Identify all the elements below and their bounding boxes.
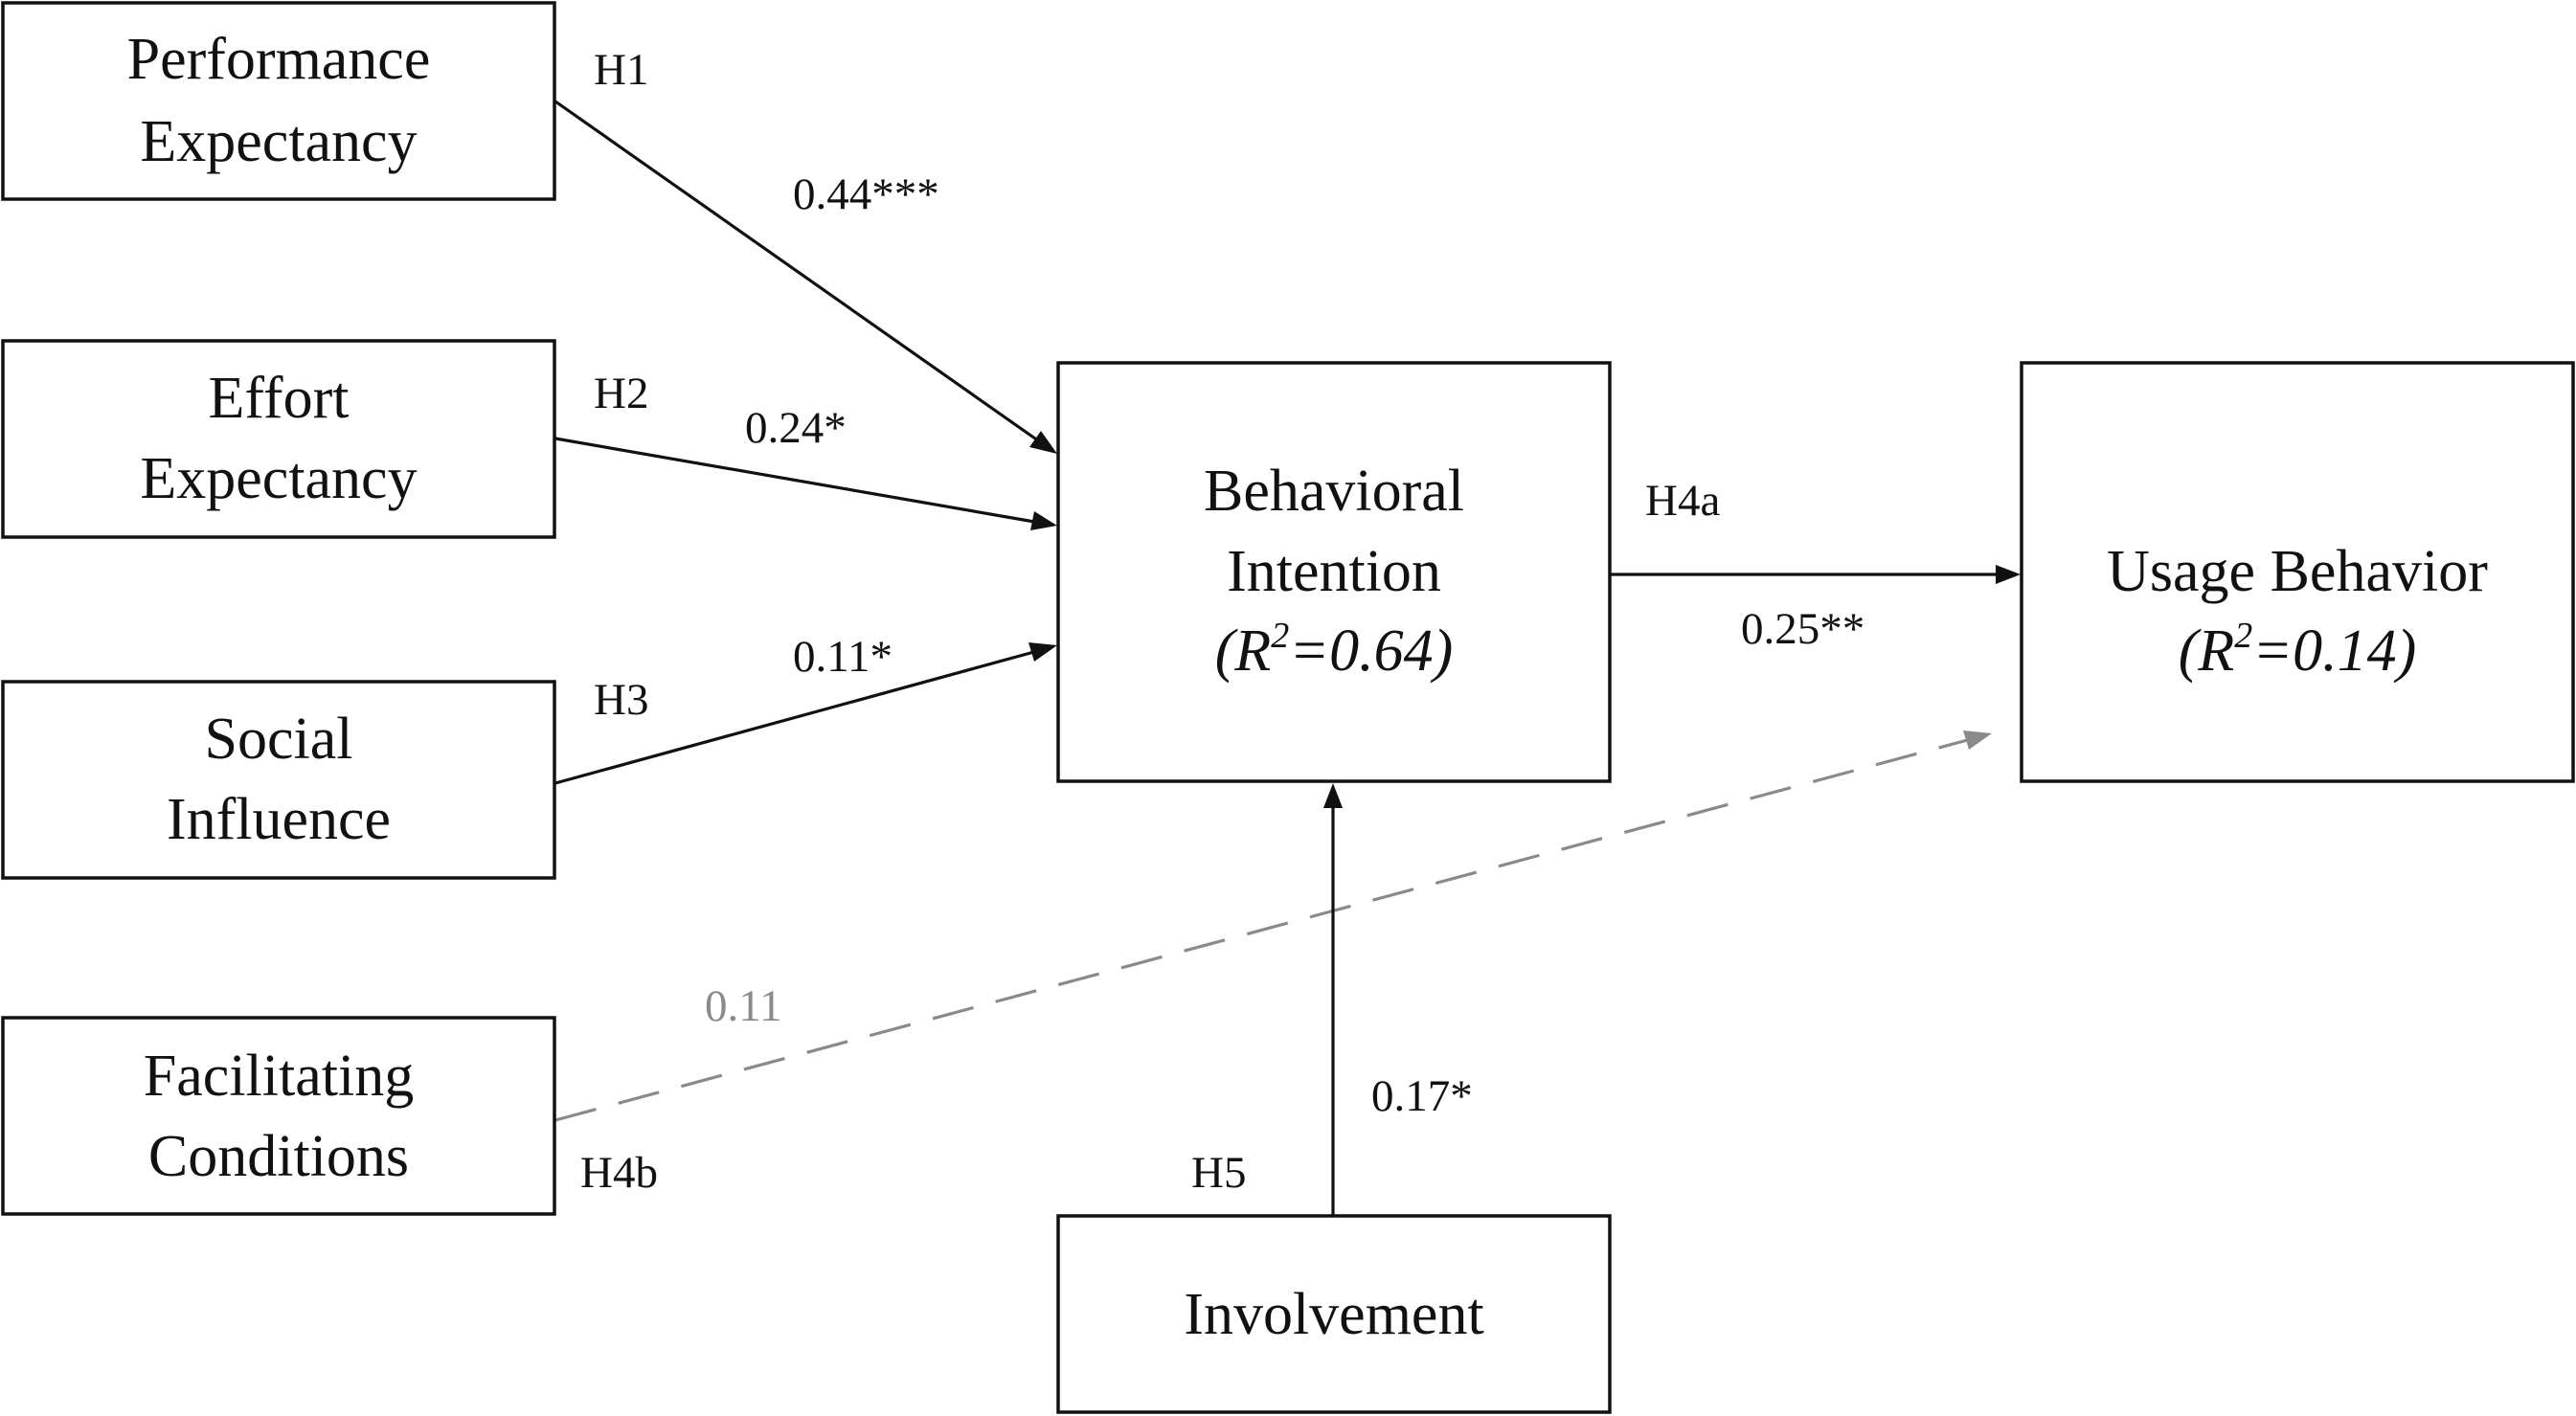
label-facilitating-conditions-line1: Facilitating <box>144 1044 414 1109</box>
label-behavioral-intention-line1: Behavioral <box>1204 459 1464 524</box>
coefficient-h2: 0.24* <box>745 403 847 453</box>
label-social-influence-line2: Influence <box>167 787 391 852</box>
label-effort-expectancy-line2: Expectancy <box>140 446 417 511</box>
node-usage-behavior: Usage Behavior (R2=0.14) <box>2020 361 2575 783</box>
hypothesis-label-h3: H3 <box>594 675 648 725</box>
label-behavioral-intention-line2: Intention <box>1227 539 1441 604</box>
edge-h1 <box>554 100 1043 445</box>
edge-h4b <box>554 736 1976 1122</box>
node-facilitating-conditions: Facilitating Conditions <box>1 1016 556 1216</box>
path-coefficients: 0.44*** 0.24* 0.11* 0.25** 0.11 0.17* <box>705 169 1864 1121</box>
label-social-influence-line1: Social <box>205 707 353 772</box>
coefficient-h1: 0.44*** <box>793 169 939 219</box>
arrowhead-h2 <box>1030 511 1057 530</box>
node-performance-expectancy: Performance Expectancy <box>1 1 556 201</box>
edge-h2 <box>554 437 1041 525</box>
hypothesis-label-h4b: H4b <box>580 1148 658 1198</box>
hypothesis-label-h1: H1 <box>594 45 648 95</box>
hypothesis-labels: H1 H2 H3 H4a H4b H5 <box>580 45 1720 1198</box>
arrowhead-h4b <box>1963 730 1992 750</box>
hypothesis-label-h4a: H4a <box>1645 476 1720 526</box>
label-usage-behavior-r2: (R2=0.14) <box>2179 616 2417 684</box>
box-performance-expectancy <box>1 1 556 201</box>
node-effort-expectancy: Effort Expectancy <box>1 339 556 539</box>
label-facilitating-conditions-line2: Conditions <box>148 1124 409 1189</box>
box-behavioral-intention <box>1056 361 1612 783</box>
box-involvement <box>1056 1214 1612 1414</box>
box-usage-behavior <box>2020 361 2575 783</box>
box-facilitating-conditions <box>1 1016 556 1216</box>
coefficient-h4a: 0.25** <box>1741 604 1864 654</box>
coefficient-h5: 0.17* <box>1371 1071 1473 1121</box>
box-social-influence <box>1 680 556 880</box>
label-performance-expectancy-line1: Performance <box>127 27 431 92</box>
arrowhead-h4a <box>1996 565 2021 584</box>
label-effort-expectancy-line1: Effort <box>209 366 350 431</box>
hypothesis-label-h5: H5 <box>1191 1148 1246 1198</box>
arrowhead-h1 <box>1029 431 1057 454</box>
coefficient-h3: 0.11* <box>793 632 893 682</box>
arrowhead-h5 <box>1323 783 1343 808</box>
label-performance-expectancy-line2: Expectancy <box>140 109 417 174</box>
box-effort-expectancy <box>1 339 556 539</box>
label-usage-behavior-line1: Usage Behavior <box>2107 539 2488 604</box>
node-behavioral-intention: Behavioral Intention (R2=0.64) <box>1056 361 1612 783</box>
label-involvement: Involvement <box>1184 1282 1483 1347</box>
node-social-influence: Social Influence <box>1 680 556 880</box>
coefficient-h4b: 0.11 <box>705 981 782 1031</box>
hypothesis-label-h2: H2 <box>594 369 648 418</box>
arrowhead-h3 <box>1028 642 1057 662</box>
edges <box>554 100 2021 1216</box>
label-behavioral-intention-r2: (R2=0.64) <box>1215 616 1454 684</box>
edge-h3 <box>554 648 1042 785</box>
node-involvement: Involvement <box>1056 1214 1612 1414</box>
